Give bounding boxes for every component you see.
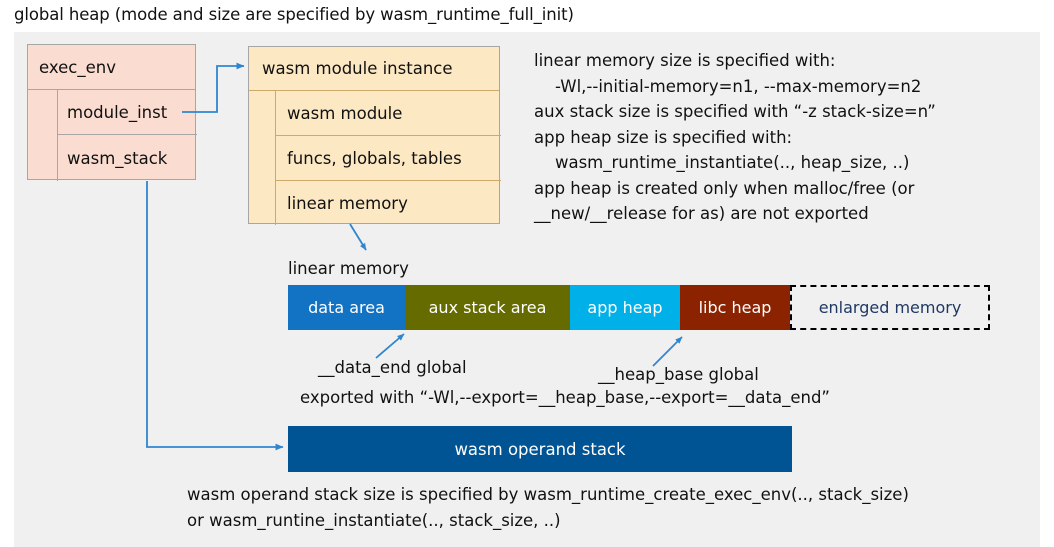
- linear-memory-note: linear memory size is specified with: -W…: [534, 51, 936, 223]
- segment-data-area: data area: [288, 285, 405, 330]
- exec-env-header: exec_env: [28, 45, 195, 90]
- segment-libc-heap: libc heap: [680, 285, 790, 330]
- linear-memory-bar: data area aux stack area app heap libc h…: [288, 285, 990, 330]
- segment-app-heap: app heap: [570, 285, 680, 330]
- operand-stack-note: wasm operand stack size is specified by …: [187, 485, 909, 530]
- callout-data-end: __data_end global: [318, 358, 467, 377]
- wasm-module-instance-header: wasm module instance: [249, 47, 499, 91]
- linear-memory-label: linear memory: [288, 259, 409, 278]
- wmi-row-funcs-globals-tables: funcs, globals, tables: [275, 136, 501, 181]
- segment-enlarged-memory: enlarged memory: [790, 285, 990, 330]
- exec-env-row-module-inst: module_inst: [57, 90, 197, 135]
- wmi-row-linear-memory: linear memory: [287, 193, 408, 213]
- page-title: global heap (mode and size are specified…: [14, 5, 574, 24]
- wasm-module-instance-gutter: [249, 91, 276, 225]
- wmi-row-wasm-module: wasm module: [275, 91, 501, 136]
- exec-env-row-wasm-stack: wasm_stack: [67, 148, 168, 168]
- segment-aux-stack-area: aux stack area: [405, 285, 570, 330]
- exec-env-gutter: [28, 90, 58, 181]
- wasm-module-instance-box: wasm module instance wasm module funcs, …: [248, 46, 501, 225]
- callout-heap-base: __heap_base global: [598, 365, 759, 384]
- exec-env-box: exec_env module_inst wasm_stack: [27, 44, 197, 181]
- callout-exported: exported with “-Wl,--export=__heap_base,…: [300, 388, 830, 407]
- wasm-operand-stack-bar: wasm operand stack: [288, 426, 792, 472]
